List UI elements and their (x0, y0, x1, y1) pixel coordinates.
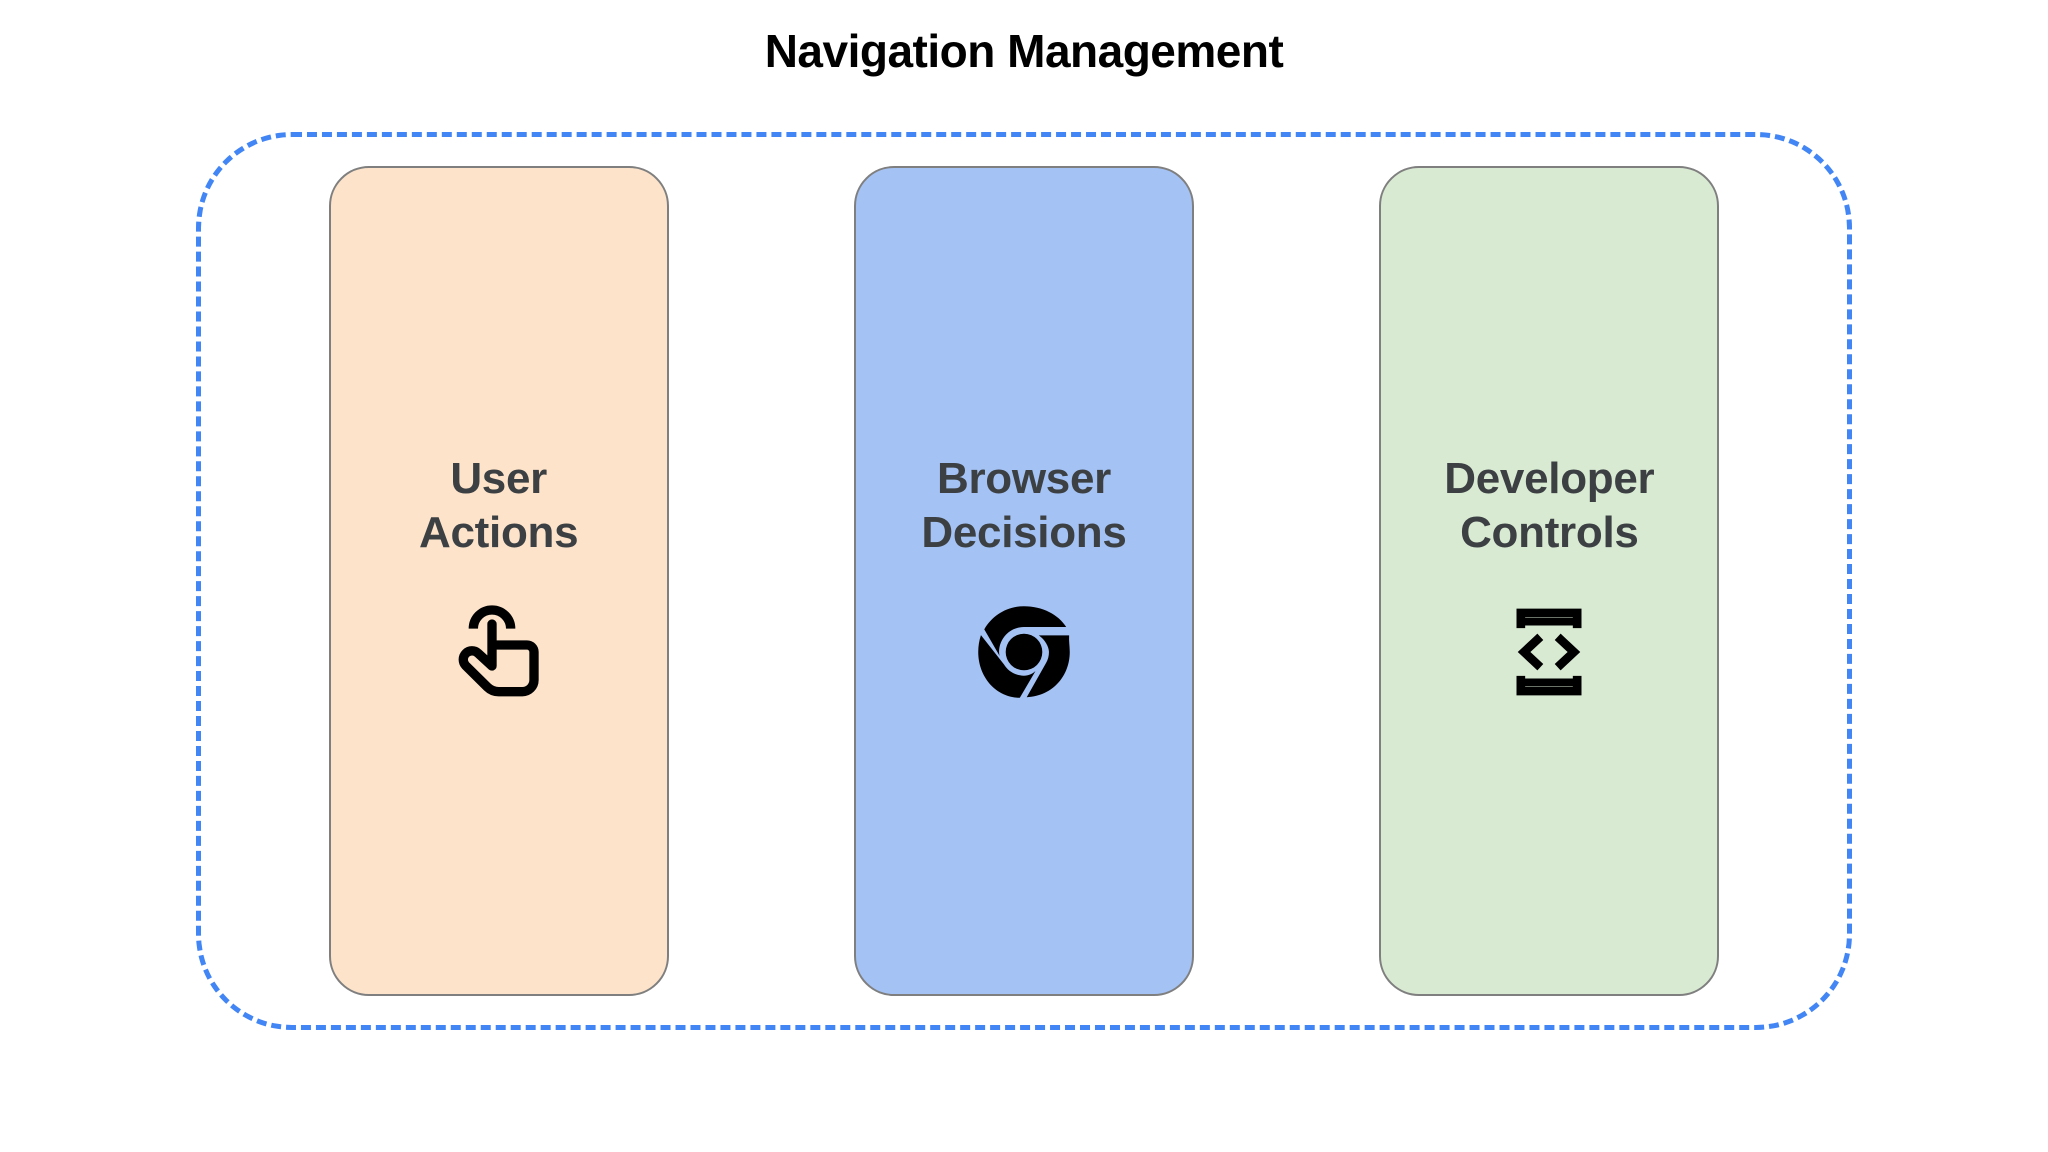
card-label: Browser Decisions (921, 454, 1127, 557)
card-browser-decisions[interactable]: Browser Decisions (853, 166, 1194, 996)
chrome-logo-icon (966, 594, 1082, 710)
card-label: User Actions (419, 454, 579, 557)
cards-row: User Actions Browser Decisions (196, 132, 1852, 1030)
dashed-group-container (196, 132, 1852, 1030)
developer-mode-icon (1491, 594, 1607, 710)
card-developer-controls[interactable]: Developer Controls (1379, 166, 1720, 996)
card-user-actions[interactable]: User Actions (328, 166, 669, 996)
page-title: Navigation Management (764, 25, 1284, 77)
touch-gesture-icon (441, 594, 557, 710)
card-label: Developer Controls (1444, 454, 1655, 557)
